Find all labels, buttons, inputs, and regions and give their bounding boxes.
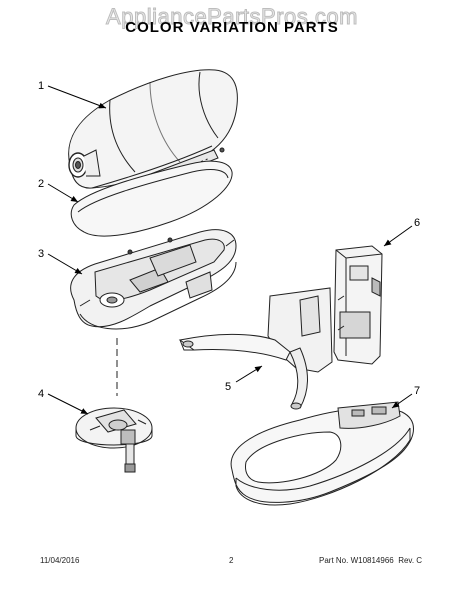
leader-3: [47, 253, 83, 275]
leader-7: [391, 393, 413, 409]
callout-2: 2: [38, 178, 44, 190]
part-7-base: [230, 401, 414, 506]
callout-3: 3: [38, 248, 44, 260]
leader-2: [47, 183, 79, 203]
watermark: AppliancePartsPros.com: [106, 4, 358, 30]
part-6-column-housing: [333, 245, 383, 365]
footer-part-info: Part No. W10814966 Rev. C: [319, 556, 422, 565]
leader-5: [235, 365, 263, 383]
callout-4: 4: [38, 388, 44, 400]
callout-7: 7: [414, 385, 420, 397]
footer-page-number: 2: [229, 556, 234, 565]
callout-6: 6: [414, 217, 420, 229]
part-number: W10814966: [350, 556, 394, 565]
callout-labels: 1 2 3 4 5 6 7: [38, 80, 420, 400]
callout-leaders: [47, 85, 413, 415]
footer-date: 11/04/2016: [40, 556, 80, 565]
leader-4: [47, 393, 89, 415]
rev-value: C: [416, 556, 423, 565]
leader-6: [383, 225, 413, 247]
part-4-planetary-assembly: [75, 407, 153, 473]
part-number-label: Part No.: [319, 556, 349, 565]
callout-1: 1: [38, 80, 44, 92]
page-title: COLOR VARIATION PARTS: [125, 19, 339, 36]
part-5-pedestal-bracket: [178, 287, 333, 410]
part-3-housing-base-plate: [70, 229, 237, 330]
rev-label: Rev.: [398, 556, 415, 565]
leader-1: [47, 85, 107, 109]
callout-5: 5: [225, 381, 231, 393]
part-2-trim-band: [70, 160, 233, 237]
